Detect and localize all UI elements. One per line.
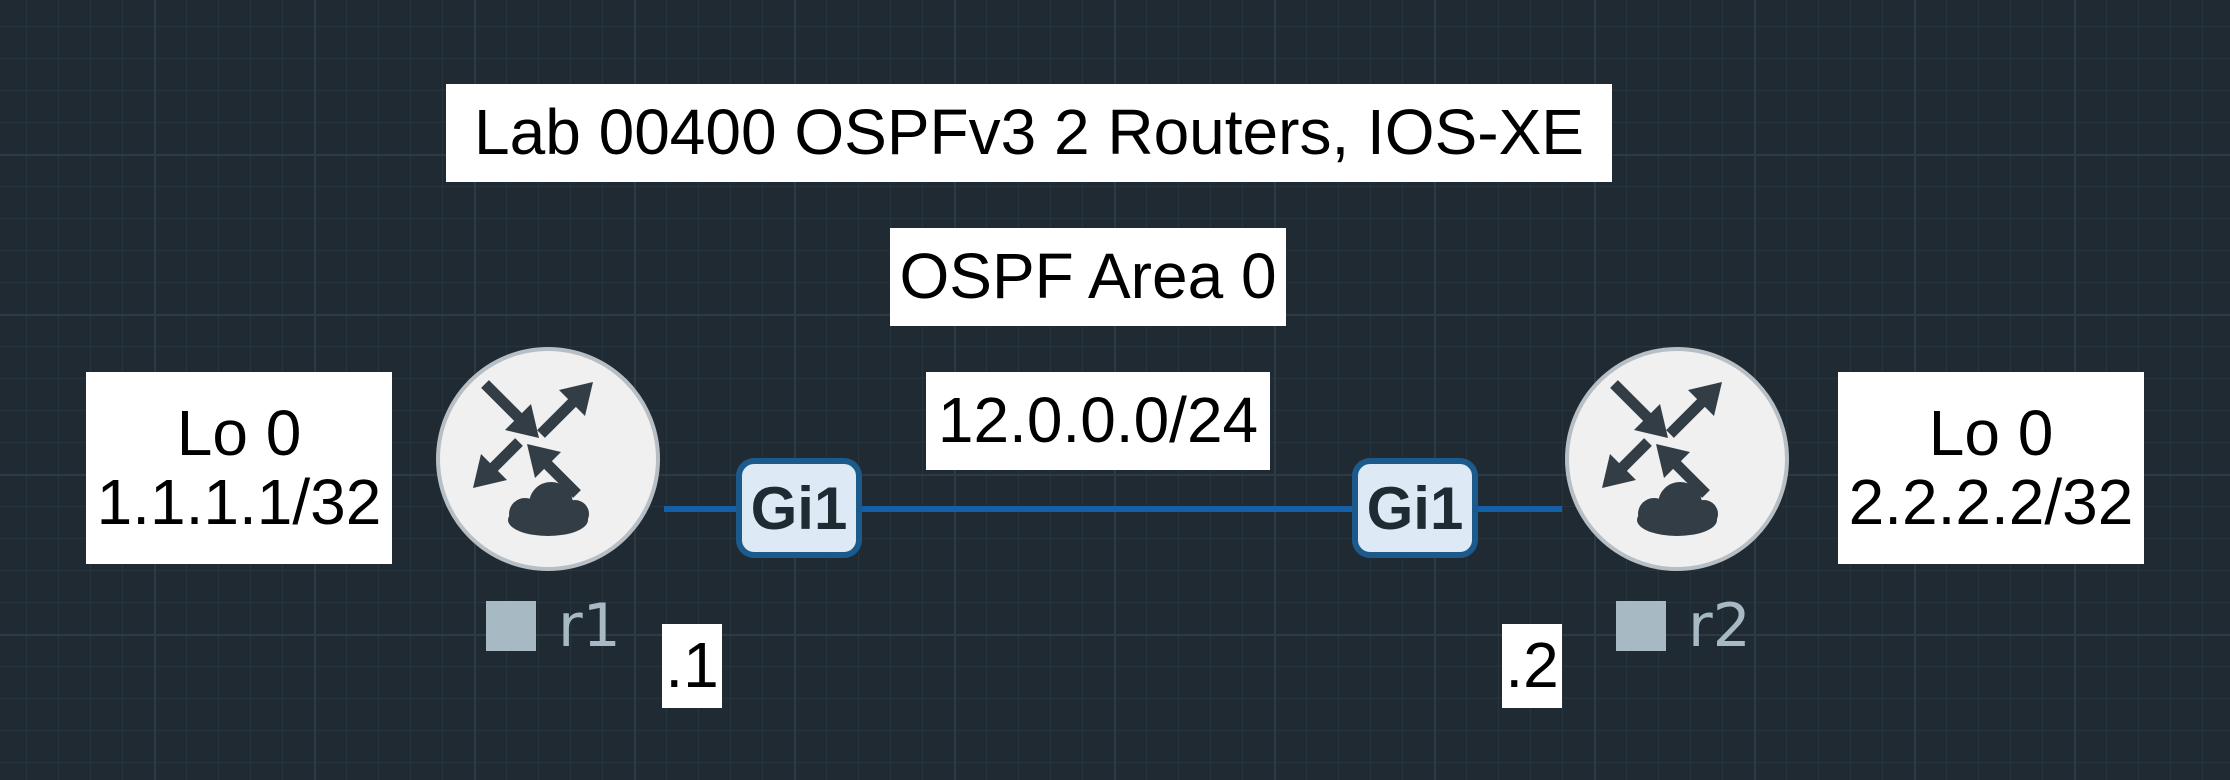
ethernet-link[interactable] — [664, 506, 1562, 512]
node-label-r2[interactable]: r2 — [1616, 596, 1751, 656]
lab-title: Lab 00400 OSPFv3 2 Routers, IOS-XE — [446, 84, 1612, 182]
status-square-icon — [1616, 601, 1666, 651]
node-name: r2 — [1688, 591, 1751, 661]
router-icon — [1565, 347, 1789, 571]
router-node-r2[interactable] — [1562, 344, 1792, 574]
loopback-name: Lo 0 — [176, 396, 302, 469]
interface-badge-r2[interactable]: Gi1 — [1352, 458, 1478, 558]
loopback-annotation-r2: Lo 0 2.2.2.2/32 — [1838, 372, 2144, 564]
host-octet-r1: .1 — [662, 624, 722, 708]
loopback-ip: 2.2.2.2/32 — [1848, 466, 2134, 538]
loopback-annotation-r1: Lo 0 1.1.1.1/32 — [86, 372, 392, 564]
area-label: OSPF Area 0 — [890, 228, 1286, 326]
status-square-icon — [486, 601, 536, 651]
interface-badge-r1[interactable]: Gi1 — [736, 458, 862, 558]
node-label-r1[interactable]: r1 — [486, 596, 621, 656]
router-node-r1[interactable] — [433, 344, 663, 574]
host-octet-r2: .2 — [1502, 624, 1562, 708]
node-name: r1 — [558, 591, 621, 661]
loopback-name: Lo 0 — [1928, 396, 2054, 469]
router-icon — [436, 347, 660, 571]
subnet-label: 12.0.0.0/24 — [926, 372, 1270, 470]
loopback-ip: 1.1.1.1/32 — [96, 466, 382, 538]
